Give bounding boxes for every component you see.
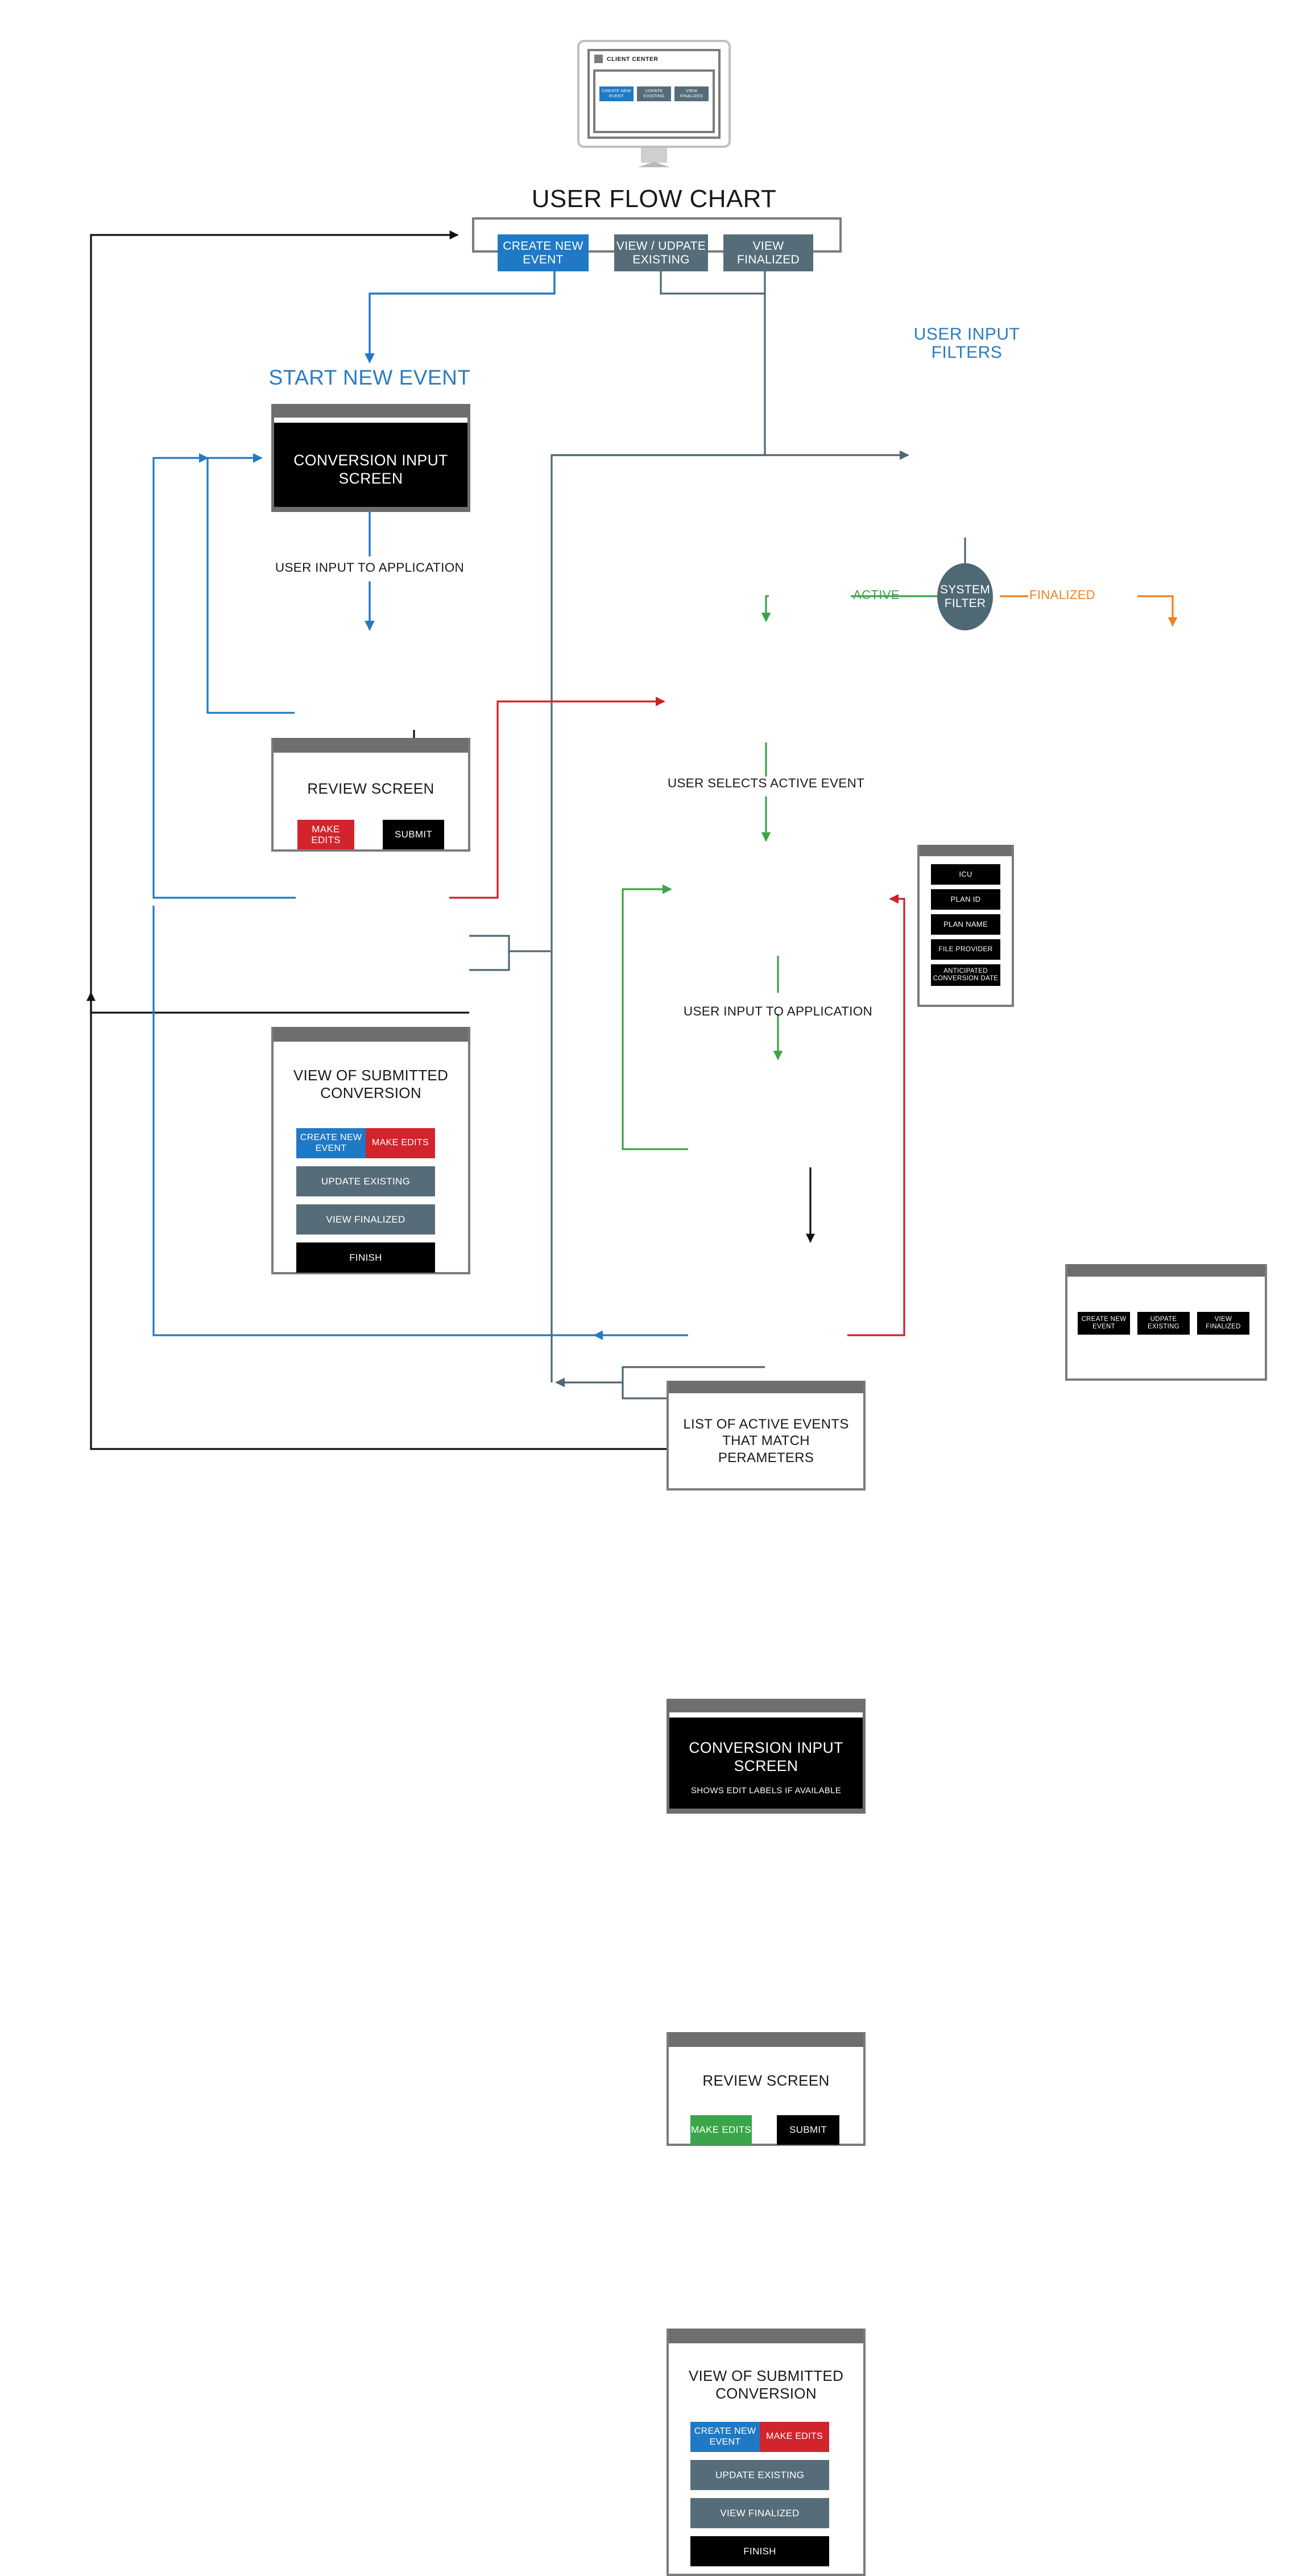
titlebar xyxy=(667,1699,866,1712)
monitor-bezel: CLIENT CENTER CREATE NEW EVENT UDPATE EX… xyxy=(577,40,731,148)
system-filter-label: SYSTEM FILTER xyxy=(939,583,991,610)
screen-area: CONVERSION INPUT SCREEN xyxy=(274,423,467,507)
window-body: VIEW OF SUBMITTED CONVERSION CREATE NEW … xyxy=(274,1042,468,1273)
middle-conversion-input-note: SHOWS EDIT LABELS IF AVAILABLE xyxy=(690,1786,842,1795)
finalized-update-existing-button[interactable]: UDPATE EXISTING xyxy=(1137,1312,1190,1335)
finalized-branch-label: FINALIZED xyxy=(1029,588,1096,602)
middle-review-screen-title: REVIEW SCREEN xyxy=(702,2072,830,2089)
monitor-create-new-event-button[interactable]: CREATE NEW EVENT xyxy=(599,86,634,101)
finalized-view-screen: CREATE NEW EVENT UDPATE EXISTING VIEW FI… xyxy=(1065,1264,1267,1381)
user-input-filters-panel: ICU PLAN ID PLAN NAME FILE PROVIDER ANTI… xyxy=(917,845,1014,1007)
monitor-stand xyxy=(641,148,667,163)
finalized-view-finalized-button[interactable]: VIEW FINALIZED xyxy=(1197,1312,1249,1335)
left-submitted-create-new-event-button[interactable]: CREATE NEW EVENT xyxy=(296,1128,366,1158)
window-body: REVIEW SCREEN MAKE EDITS SUBMIT xyxy=(669,2047,863,2145)
middle-submitted-conversion-title: VIEW OF SUBMITTED CONVERSION xyxy=(688,2367,844,2402)
window-body: LIST OF ACTIVE EVENTS THAT MATCH PERAMET… xyxy=(669,1393,863,1486)
titlebar xyxy=(1067,1264,1265,1277)
monitor-content-area: CREATE NEW EVENT UDPATE EXISTING VIEW FI… xyxy=(593,69,715,133)
client-center-monitor: CLIENT CENTER CREATE NEW EVENT UDPATE EX… xyxy=(577,40,731,167)
filter-plan-id-field[interactable]: PLAN ID xyxy=(931,889,1000,910)
titlebar xyxy=(669,2329,863,2343)
titlebar-white-strip xyxy=(669,1712,863,1718)
active-events-list-title: LIST OF ACTIVE EVENTS THAT MATCH PERAMET… xyxy=(683,1417,849,1465)
left-submitted-conversion-screen: VIEW OF SUBMITTED CONVERSION CREATE NEW … xyxy=(271,1027,470,1274)
app-logo-icon xyxy=(594,55,603,63)
titlebar xyxy=(920,845,1012,856)
left-review-make-edits-button[interactable]: MAKE EDITS xyxy=(297,820,354,849)
window-body: ICU PLAN ID PLAN NAME FILE PROVIDER ANTI… xyxy=(920,856,1012,1001)
left-submitted-make-edits-button[interactable]: MAKE EDITS xyxy=(366,1128,435,1158)
left-submitted-finish-button[interactable]: FINISH xyxy=(296,1242,435,1273)
filter-icu-field[interactable]: ICU xyxy=(931,864,1000,885)
left-review-submit-button[interactable]: SUBMIT xyxy=(383,820,444,849)
middle-review-make-edits-button[interactable]: MAKE EDITS xyxy=(690,2115,752,2145)
active-branch-label: ACTIVE xyxy=(853,588,900,602)
monitor-app-title: CLIENT CENTER xyxy=(607,55,659,63)
titlebar xyxy=(271,404,470,418)
window-body: REVIEW SCREEN MAKE EDITS SUBMIT xyxy=(274,753,468,849)
monitor-update-existing-button[interactable]: UDPATE EXISTING xyxy=(637,86,671,101)
middle-conversion-input-screen: CONVERSION INPUT SCREEN SHOWS EDIT LABEL… xyxy=(667,1699,866,1814)
middle-submitted-finish-button[interactable]: FINISH xyxy=(690,2536,829,2566)
screen-area: CONVERSION INPUT SCREEN SHOWS EDIT LABEL… xyxy=(669,1718,863,1809)
monitor-button-row: CREATE NEW EVENT UDPATE EXISTING VIEW FI… xyxy=(595,86,713,101)
titlebar xyxy=(669,2032,863,2047)
monitor-view-finalized-button[interactable]: VIEW FINALIZED xyxy=(674,86,709,101)
middle-review-submit-button[interactable]: SUBMIT xyxy=(777,2115,839,2145)
left-review-screen-title: REVIEW SCREEN xyxy=(307,780,434,797)
finalized-button-row: CREATE NEW EVENT UDPATE EXISTING VIEW FI… xyxy=(1078,1312,1249,1335)
left-submitted-update-existing-button[interactable]: UPDATE EXISTING xyxy=(296,1166,435,1196)
left-submitted-view-finalized-button[interactable]: VIEW FINALIZED xyxy=(296,1204,435,1235)
titlebar xyxy=(274,1027,468,1042)
system-filter-node: SYSTEM FILTER xyxy=(937,563,993,630)
nav-view-update-existing-button[interactable]: VIEW / UDPATE EXISTING xyxy=(614,234,708,271)
window-body: CREATE NEW EVENT UDPATE EXISTING VIEW FI… xyxy=(1067,1277,1265,1376)
monitor-base xyxy=(638,162,670,167)
left-user-input-label: USER INPUT TO APPLICATION xyxy=(275,560,465,575)
finalized-create-new-event-button[interactable]: CREATE NEW EVENT xyxy=(1078,1312,1130,1335)
monitor-app-header: CLIENT CENTER xyxy=(590,51,718,65)
middle-submitted-update-existing-button[interactable]: UPDATE EXISTING xyxy=(690,2460,829,2490)
titlebar-white-strip xyxy=(274,418,467,423)
filter-anticipated-conversion-date-field[interactable]: ANTICIPATED CONVERSION DATE xyxy=(931,964,1000,986)
window-body: VIEW OF SUBMITTED CONVERSION CREATE NEW … xyxy=(669,2343,863,2574)
left-submitted-conversion-title: VIEW OF SUBMITTED CONVERSION xyxy=(293,1067,449,1102)
middle-submitted-create-new-event-button[interactable]: CREATE NEW EVENT xyxy=(690,2422,760,2452)
nav-create-new-event-button[interactable]: CREATE NEW EVENT xyxy=(498,234,589,271)
active-events-list-screen: LIST OF ACTIVE EVENTS THAT MATCH PERAMET… xyxy=(667,1381,866,1491)
titlebar xyxy=(669,1381,863,1393)
middle-conversion-input-title: CONVERSION INPUT SCREEN xyxy=(689,1739,843,1775)
start-new-event-label: START NEW EVENT xyxy=(268,366,471,389)
middle-user-input-label: USER INPUT TO APPLICATION xyxy=(683,1004,873,1018)
nav-view-finalized-button[interactable]: VIEW FINALIZED xyxy=(723,234,813,271)
middle-submitted-conversion-screen: VIEW OF SUBMITTED CONVERSION CREATE NEW … xyxy=(667,2329,866,2576)
left-conversion-input-title: CONVERSION INPUT SCREEN xyxy=(293,452,448,488)
titlebar xyxy=(274,738,468,753)
middle-submitted-make-edits-button[interactable]: MAKE EDITS xyxy=(760,2422,829,2452)
flow-chart-canvas: CLIENT CENTER CREATE NEW EVENT UDPATE EX… xyxy=(86,40,1267,2576)
left-conversion-input-screen: CONVERSION INPUT SCREEN xyxy=(271,404,470,512)
filter-plan-name-field[interactable]: PLAN NAME xyxy=(931,914,1000,935)
left-review-screen: REVIEW SCREEN MAKE EDITS SUBMIT xyxy=(271,738,470,852)
user-input-filters-label: USER INPUT FILTERS xyxy=(913,325,1020,362)
user-selects-active-event-label: USER SELECTS ACTIVE EVENT xyxy=(667,776,865,790)
monitor-screen-frame: CLIENT CENTER CREATE NEW EVENT UDPATE EX… xyxy=(587,49,721,139)
page-title: USER FLOW CHART xyxy=(531,185,777,213)
filter-file-provider-field[interactable]: FILE PROVIDER xyxy=(931,939,1000,960)
middle-review-screen: REVIEW SCREEN MAKE EDITS SUBMIT xyxy=(667,2032,866,2146)
middle-submitted-view-finalized-button[interactable]: VIEW FINALIZED xyxy=(690,2498,829,2528)
